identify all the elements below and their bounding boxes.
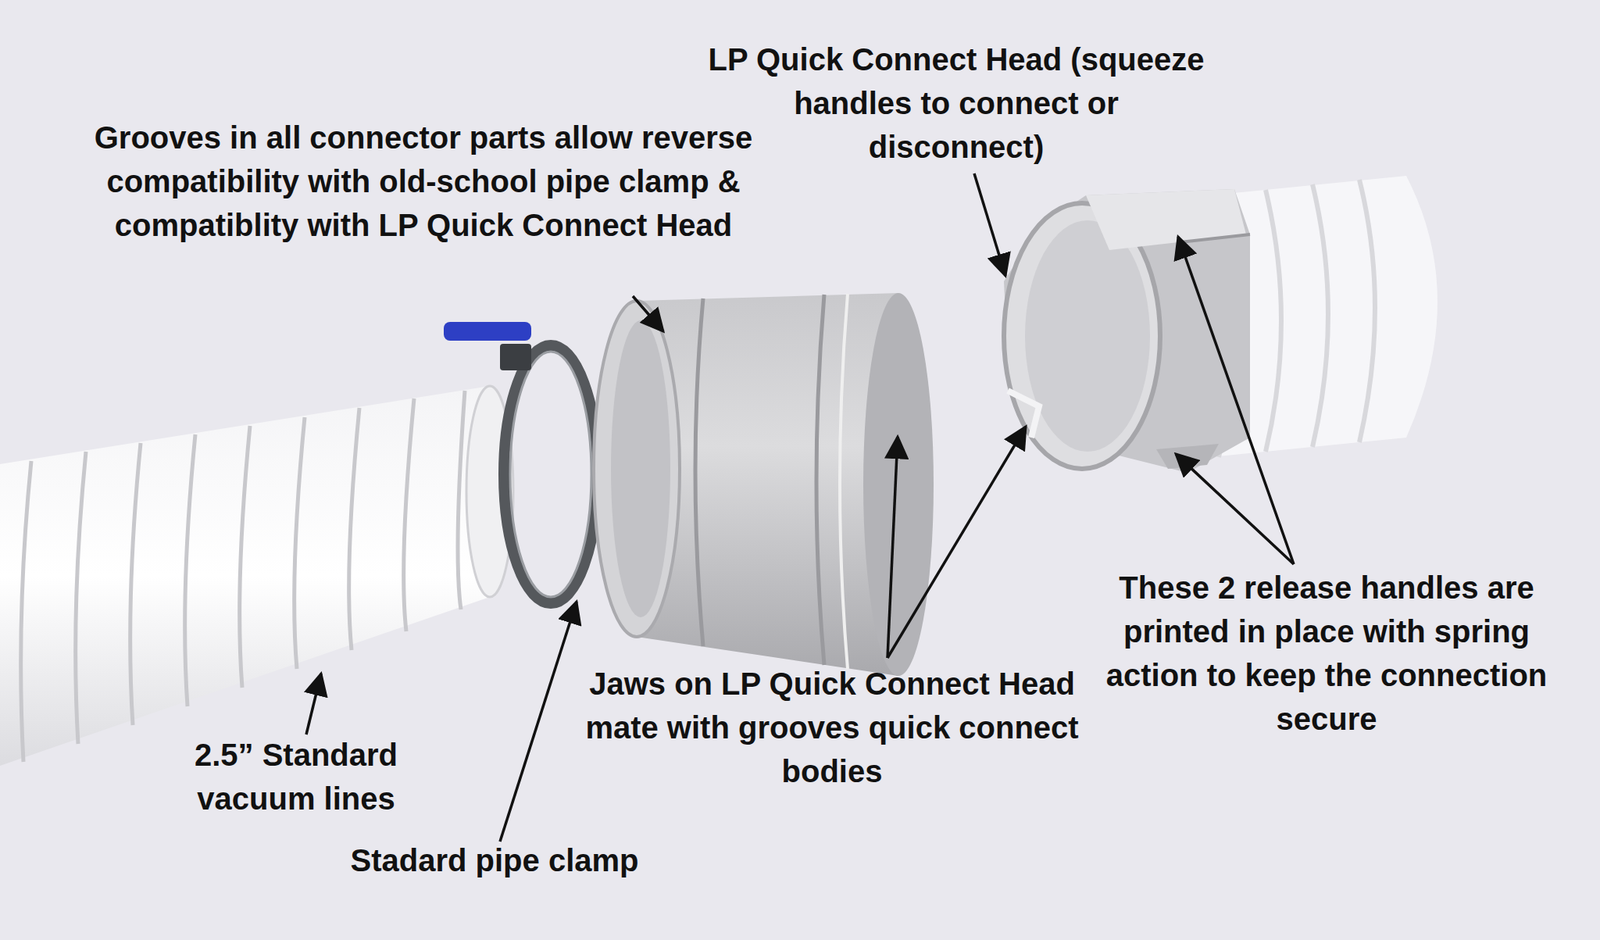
callout-label: LP Quick Connect Head (squeeze handles t… [706, 37, 1207, 169]
callout-label: Jaws on LP Quick Connect Head mate with … [574, 661, 1090, 793]
leader-line [306, 173, 1294, 842]
callout-label: These 2 release handles are printed in p… [1084, 565, 1569, 741]
callout-label: Grooves in all connector parts allow rev… [71, 115, 775, 247]
quick-connect-body [593, 292, 934, 676]
callout-label: 2.5” Standard vacuum lines [155, 732, 437, 821]
pipe-clamp [443, 321, 598, 604]
quick-connect-head [1003, 189, 1250, 473]
callout-label: Stadard pipe clamp [291, 838, 698, 883]
vacuum-hose [0, 385, 514, 766]
